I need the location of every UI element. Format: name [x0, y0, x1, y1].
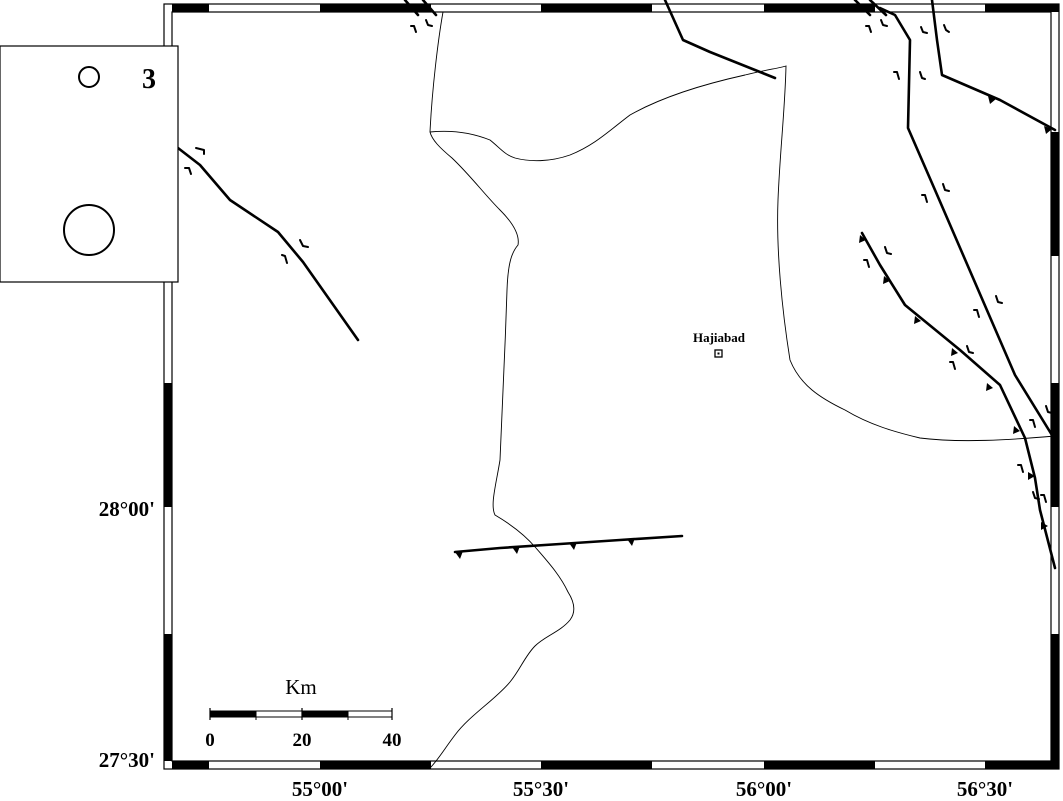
frame-tick-bar	[320, 761, 431, 769]
legend-circle-small-icon	[78, 66, 100, 88]
slip-marker	[995, 295, 1003, 304]
thrust-tooth	[988, 96, 996, 104]
slip-marker	[299, 239, 309, 248]
slip-marker	[1029, 419, 1036, 428]
frame-tick-bar	[320, 4, 431, 12]
frame-tick-bar	[164, 634, 172, 761]
thrust-tooth	[951, 348, 958, 356]
slip-marker	[1045, 405, 1053, 414]
slip-marker	[1017, 464, 1024, 473]
slip-marker	[1040, 494, 1047, 503]
slip-marker	[1032, 491, 1040, 500]
province-boundaries	[429, 11, 1056, 769]
thrust-tooth	[1013, 426, 1020, 434]
frame-tick-bar	[1051, 383, 1059, 507]
thrust-tooth	[1041, 522, 1048, 530]
thrust-tooth	[859, 235, 866, 243]
y-axis-label: 27°30'	[99, 748, 155, 772]
fault-northeast-2	[868, 0, 888, 17]
boundary-line-west	[429, 11, 575, 769]
slip-marker	[281, 254, 288, 264]
legend: 3	[0, 45, 179, 283]
strike-slip-markers	[184, 19, 1053, 503]
fault-northeast-thrust	[930, 0, 1057, 132]
slip-marker	[966, 345, 974, 354]
fault-north-1	[403, 0, 420, 17]
slip-marker	[893, 71, 900, 80]
x-axis-label: 55°00'	[292, 777, 348, 801]
slip-marker	[410, 25, 417, 33]
y-axis-label: 28°00'	[99, 497, 155, 521]
frame-tick-bars	[164, 4, 1059, 769]
frame-tick-bar	[985, 761, 1059, 769]
legend-box	[0, 45, 179, 283]
scale-tick-20: 20	[293, 730, 312, 751]
frame-tick-bar	[164, 383, 172, 507]
thrust-tooth	[455, 551, 463, 559]
legend-circle-large-icon	[63, 204, 115, 256]
thrust-teeth	[455, 96, 1052, 559]
thrust-tooth	[986, 383, 993, 391]
legend-label: 3	[142, 64, 156, 95]
thrust-tooth	[883, 276, 890, 284]
fault-south-thrust	[453, 534, 684, 554]
frame-tick-bar	[1051, 132, 1059, 256]
frame-tick-bar	[172, 761, 209, 769]
frame-tick-bar	[764, 761, 875, 769]
city-label: Hajiabad	[693, 330, 746, 345]
slip-marker	[195, 147, 205, 155]
frame-tick-bar	[541, 761, 652, 769]
thrust-tooth	[1028, 472, 1035, 480]
x-axis-label: 55°30'	[513, 777, 569, 801]
fault-northwest	[176, 146, 360, 342]
slip-marker	[884, 246, 892, 255]
x-axis-label: 56°00'	[736, 777, 792, 801]
scale-tick-40: 40	[383, 730, 402, 751]
fault-northeast-main	[878, 6, 1057, 442]
scale-unit-label: Km	[285, 675, 317, 699]
frame-tick-bar	[985, 4, 1059, 12]
slip-marker	[425, 19, 433, 27]
slip-marker	[863, 259, 870, 268]
slip-marker	[921, 194, 928, 203]
city-hajiabad: Hajiabad	[693, 330, 746, 358]
thrust-tooth	[512, 546, 520, 554]
frame-tick-bar	[1051, 634, 1059, 761]
fault-north-2	[421, 0, 438, 17]
slip-marker	[973, 309, 980, 318]
scale-bar: Km 0 20 40	[205, 675, 401, 751]
fault-northeast-1	[853, 0, 872, 17]
slip-marker	[865, 25, 872, 33]
thrust-tooth	[569, 542, 577, 550]
boundary-line-central	[429, 65, 1056, 442]
thrust-tooth	[627, 538, 635, 546]
scale-tick-0: 0	[205, 730, 215, 751]
map-frame	[163, 3, 1060, 770]
axis-labels: 55°00' 55°30' 56°00' 56°30' 28°00' 27°30…	[99, 497, 1013, 801]
slip-marker	[942, 183, 950, 192]
frame-tick-bar	[172, 4, 209, 12]
frame-tick-bar	[541, 4, 652, 12]
thrust-tooth	[914, 316, 921, 324]
x-axis-label: 56°30'	[957, 777, 1013, 801]
slip-marker	[920, 26, 928, 34]
frame-tick-bar	[764, 4, 875, 12]
fault-north-central	[663, 0, 777, 80]
slip-marker	[943, 24, 950, 33]
slip-marker	[949, 361, 956, 370]
slip-marker	[880, 19, 888, 27]
thrust-tooth	[1044, 126, 1052, 134]
slip-marker	[184, 167, 192, 175]
slip-marker	[919, 71, 926, 80]
